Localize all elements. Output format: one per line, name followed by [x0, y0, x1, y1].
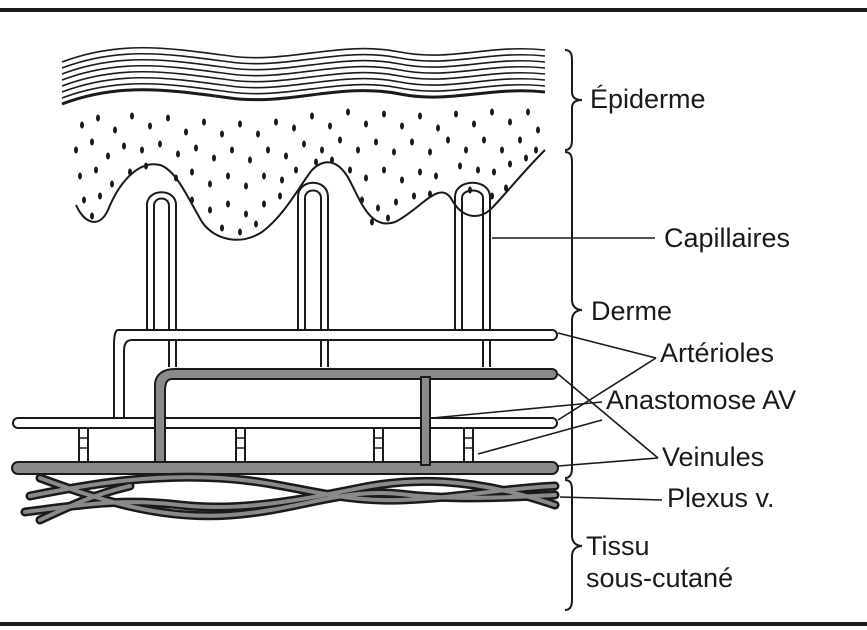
- label-plexus: Plexus v.: [667, 485, 775, 512]
- label-tissu-line1: Tissu: [586, 530, 733, 562]
- label-arterioles: Artérioles: [660, 340, 774, 367]
- layer-braces: [565, 50, 582, 610]
- label-veinules: Veinules: [662, 444, 764, 471]
- label-anastomose-av: Anastomose AV: [606, 387, 796, 414]
- brace-tissu: [565, 480, 582, 610]
- label-epiderme: Épiderme: [590, 86, 706, 113]
- label-tissu-line2: sous-cutané: [586, 562, 733, 594]
- leader-anastomose: [432, 402, 602, 418]
- connecting-vessels: [79, 428, 473, 462]
- brace-epiderme: [565, 50, 582, 150]
- capillary-loop-1-inner: [154, 199, 169, 368]
- label-capillaires: Capillaires: [664, 225, 790, 252]
- venule-lower: [12, 462, 558, 474]
- label-tissu-sous-cutane: Tissu sous-cutané: [586, 530, 733, 594]
- anastomose-av-vessel: [421, 377, 430, 465]
- leader-plexus: [560, 497, 662, 500]
- label-derme: Derme: [591, 298, 672, 325]
- arteriole-lower: [13, 418, 557, 428]
